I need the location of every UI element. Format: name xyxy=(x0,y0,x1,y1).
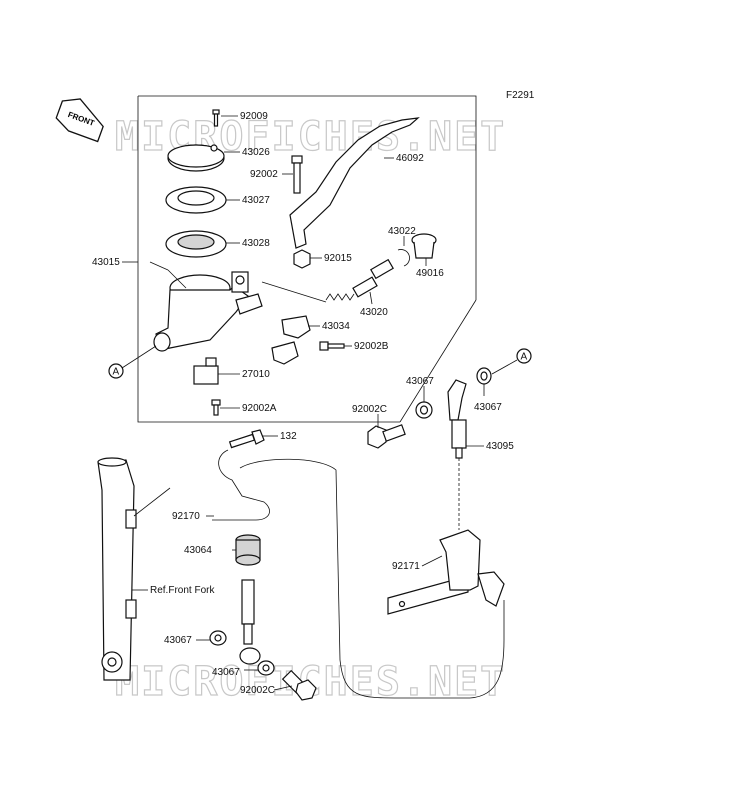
bolt-92002C-bottom-icon xyxy=(281,669,317,701)
boot-49016-icon xyxy=(411,233,437,259)
label-43064: 43064 xyxy=(184,545,212,556)
screw-92009-icon xyxy=(212,109,220,127)
bolt-92002C-icon xyxy=(367,424,406,449)
label-43034: 43034 xyxy=(322,321,350,332)
nut-92015-icon xyxy=(293,249,311,269)
lever-46092-icon xyxy=(289,117,420,249)
figure-id: F2291 xyxy=(506,90,535,101)
label-43067-bottom: 43067 xyxy=(212,667,240,678)
clamp-43034-icon xyxy=(271,315,311,365)
callout-a-right-label: A xyxy=(521,352,528,363)
hose-fitting-lower-icon xyxy=(239,579,261,665)
brake-hose-line xyxy=(239,458,505,699)
label-43067-mid: 43067 xyxy=(406,376,434,387)
hose-fitting-43095-icon xyxy=(447,379,467,459)
label-92002C-bottom: 92002C xyxy=(240,685,275,696)
clip-43022-icon xyxy=(397,249,410,267)
label-92171: 92171 xyxy=(392,561,420,572)
label-43015: 43015 xyxy=(92,257,120,268)
ref-front-fork: Ref.Front Fork xyxy=(150,585,215,596)
label-46092: 46092 xyxy=(396,153,424,164)
bolt-92002B-icon xyxy=(319,341,345,351)
front-arrow-icon: FRONT xyxy=(55,98,104,143)
bracket-92171-icon xyxy=(387,529,505,615)
label-92002C: 92002C xyxy=(352,404,387,415)
label-92002B: 92002B xyxy=(354,341,389,352)
label-43067-right: 43067 xyxy=(474,402,502,413)
assembly-box-left xyxy=(137,96,400,423)
label-43022: 43022 xyxy=(388,226,416,237)
label-92002: 92002 xyxy=(250,169,278,180)
label-43095: 43095 xyxy=(486,441,514,452)
clamp-92170-icon xyxy=(212,449,270,521)
front-fork-icon xyxy=(97,457,137,681)
label-43020: 43020 xyxy=(360,307,388,318)
label-43026: 43026 xyxy=(242,147,270,158)
label-49016: 49016 xyxy=(416,268,444,279)
label-132: 132 xyxy=(280,431,297,442)
label-92009: 92009 xyxy=(240,111,268,122)
label-92170: 92170 xyxy=(172,511,200,522)
label-27010: 27010 xyxy=(242,369,270,380)
switch-27010-icon xyxy=(193,357,219,385)
label-92002A: 92002A xyxy=(242,403,277,414)
label-43027: 43027 xyxy=(242,195,270,206)
grommet-43064-icon xyxy=(235,534,261,566)
callout-a-left-label: A xyxy=(113,367,120,378)
callout-a-left xyxy=(108,363,124,379)
label-92015: 92015 xyxy=(324,253,352,264)
master-cylinder-body-icon xyxy=(153,271,263,352)
bolt-132-icon xyxy=(228,429,265,449)
assembly-box-top xyxy=(138,95,477,300)
piston-kit-43020-icon xyxy=(325,258,394,301)
bolt-92002-icon xyxy=(291,155,303,194)
label-43028: 43028 xyxy=(242,238,270,249)
screw-92002A-icon xyxy=(211,399,221,416)
label-43067-lower: 43067 xyxy=(164,635,192,646)
callout-a-right xyxy=(516,348,532,364)
